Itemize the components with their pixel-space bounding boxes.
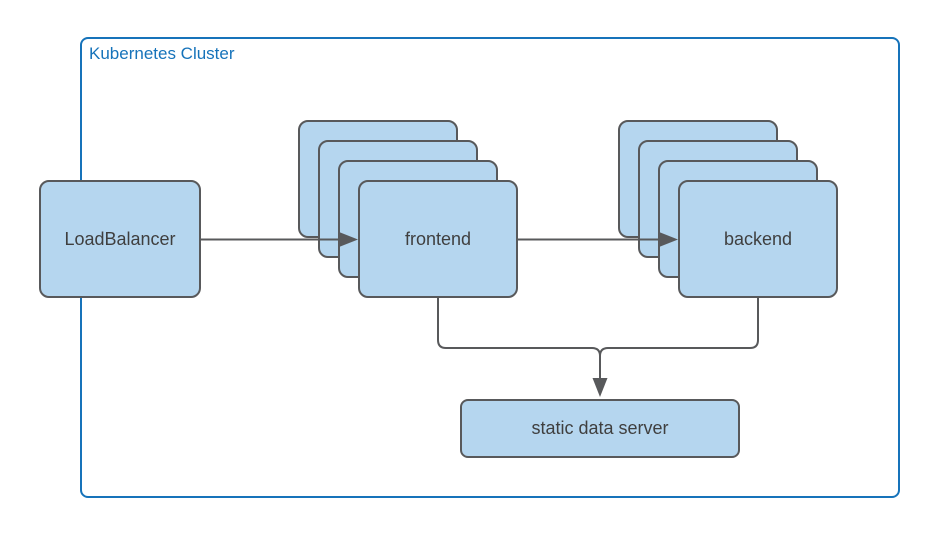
node-backend: backend	[678, 180, 838, 298]
node-load-balancer: LoadBalancer	[39, 180, 201, 298]
node-static-data-server: static data server	[460, 399, 740, 458]
node-backend-label: backend	[723, 228, 793, 249]
node-frontend-label: frontend	[404, 228, 472, 249]
cluster-title: Kubernetes Cluster	[89, 44, 235, 63]
node-load-balancer-label: LoadBalancer	[64, 228, 176, 249]
node-static-data-server-label: static data server	[531, 418, 669, 438]
node-frontend: frontend	[358, 180, 518, 298]
